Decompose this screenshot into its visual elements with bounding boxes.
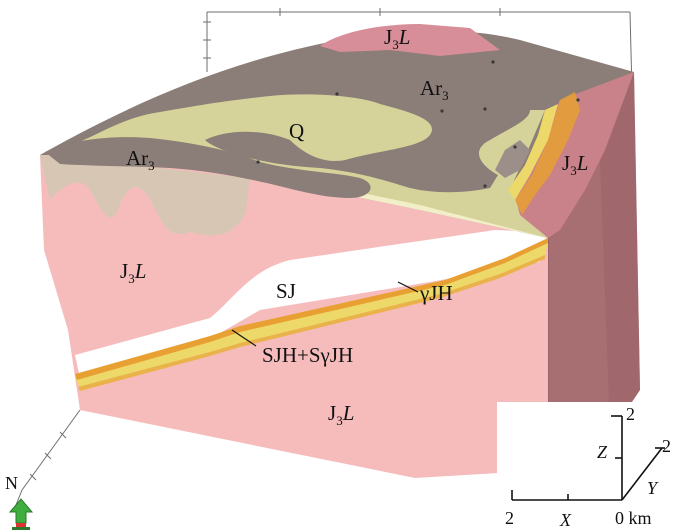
axis-z-tick: 2 [626,404,635,424]
right-ridge-orange [515,92,580,215]
axis-triad [511,415,665,501]
label-left-jl: J3L [120,259,146,286]
axis-legend-panel [497,402,700,531]
label-right-jl: J3L [562,151,588,178]
axis-y-label: Y [647,478,659,498]
axis-z-label: Z [597,442,608,462]
label-bottom-jl: J3L [328,401,354,428]
side-face-shade [600,72,640,430]
label-top-jl: J3L [384,25,410,52]
borehole-markers [256,60,580,188]
axis-x-label: X [559,510,572,530]
vein-orange-band [75,238,548,380]
label-gamma-jh: γJH [419,281,453,305]
north-label: N [5,473,18,493]
axis-origin-label: 0 km [615,508,652,528]
tick-marks [29,8,501,481]
quaternary-zone [60,94,548,238]
ar3-left-lobe [45,137,371,198]
label-ar3-left: Ar3 [126,146,155,173]
bounding-box-lines [15,11,633,506]
north-arrow-icon: N [5,473,34,530]
gjh-leader [397,281,419,293]
front-face-tan-zone [40,155,250,236]
label-ar3-top: Ar3 [420,76,449,103]
axis-y-tick: 2 [662,436,671,456]
sjh-leader [231,329,257,347]
label-sj: SJ [276,279,296,303]
label-sjh-sgjh: SJH+SγJH [262,343,353,367]
right-ridge-gray [495,140,530,178]
label-quaternary: Q [289,119,304,143]
vein-orange-lower [78,255,545,391]
top-pink-outcrop [320,24,500,56]
right-ridge-yellow [508,104,558,200]
axis-x-tick: 2 [505,508,514,528]
